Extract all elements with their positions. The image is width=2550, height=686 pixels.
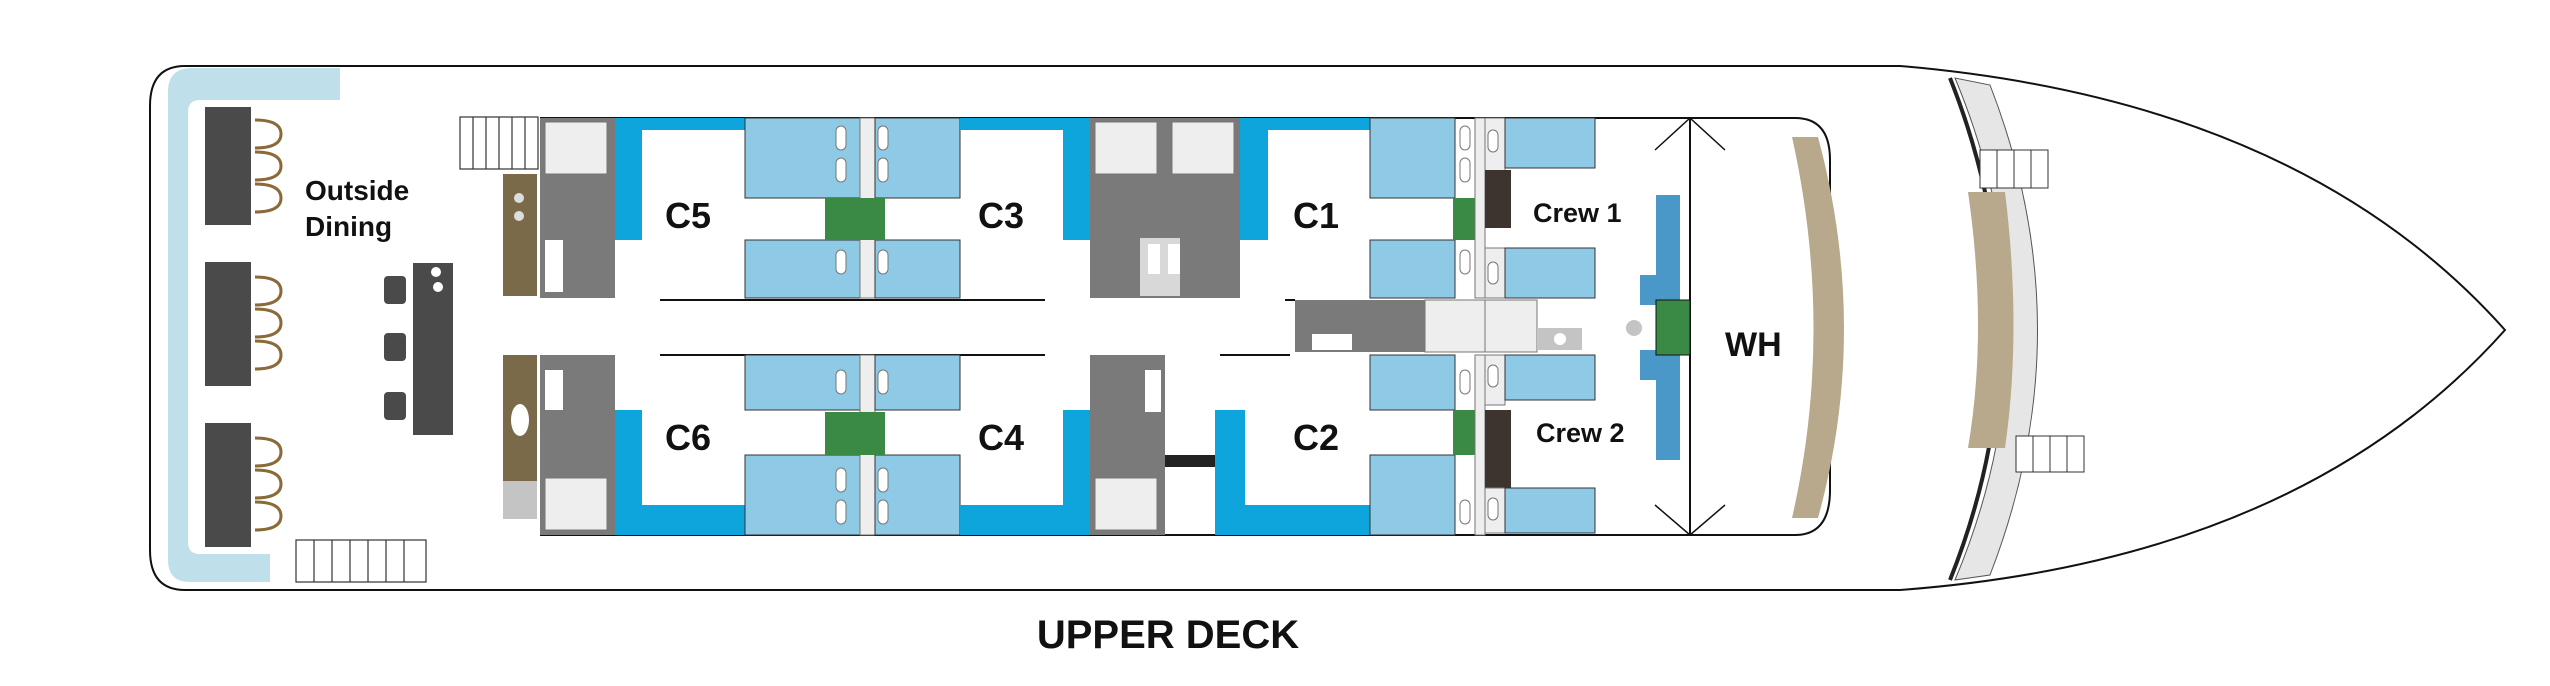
cabin-c5-label: C5	[665, 195, 711, 236]
cabin-crew1	[1484, 117, 1596, 299]
bar-counter	[384, 263, 453, 435]
cabin-c3	[855, 117, 1090, 299]
cabin-c4-label: C4	[978, 417, 1024, 458]
bow-details	[1948, 77, 2085, 581]
cabin-crew2-label: Crew 2	[1536, 418, 1625, 448]
wheelhouse	[1626, 117, 1844, 536]
stairs-top	[459, 116, 539, 170]
cabin-crew1-label: Crew 1	[1533, 198, 1622, 228]
bathroom-c3-c1	[1090, 118, 1240, 298]
dining-tables	[205, 107, 283, 547]
galley-strip	[1295, 299, 1582, 353]
cabin-c3-label: C3	[978, 195, 1024, 236]
cabin-c6-label: C6	[665, 417, 711, 458]
wheelhouse-label: WH	[1725, 326, 1782, 364]
cabinet-top	[503, 174, 537, 296]
bathroom-c4	[1090, 355, 1215, 535]
cabin-c2-label: C2	[1293, 417, 1339, 458]
outside-dining-label-line1: Outside	[305, 175, 409, 206]
cabin-c4	[855, 354, 1090, 536]
cabin-c1-label: C1	[1293, 195, 1339, 236]
cabin-c1	[1240, 117, 1486, 299]
outside-dining-label-line2: Dining	[305, 211, 392, 242]
pillows	[835, 125, 1499, 525]
stern-deck-edge	[168, 68, 340, 582]
deck-title: UPPER DECK	[1037, 613, 1299, 657]
stairs-bottom	[295, 539, 427, 583]
cabin-c2	[1215, 354, 1486, 536]
